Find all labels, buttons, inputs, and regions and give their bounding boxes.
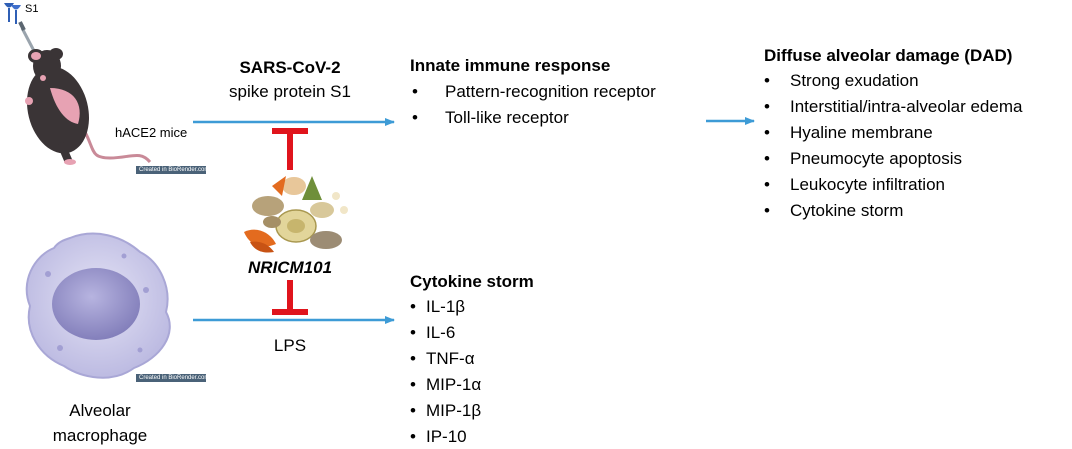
sars-cov-2-label: SARS-CoV-2 <box>239 58 341 77</box>
herbal-medicine-icon <box>244 176 348 253</box>
dad-list: •Strong exudation •Interstitial/intra-al… <box>764 68 1072 224</box>
bullet: • <box>412 82 418 101</box>
innate-title: Innate immune response <box>410 56 611 75</box>
bullet: • <box>410 323 416 342</box>
bullet: • <box>410 375 416 394</box>
macrophage-label-line2: macrophage <box>52 426 148 445</box>
list-item: •Toll-like receptor <box>412 105 712 131</box>
macrophage-credit-text: Created in BioRender.com <box>139 375 210 381</box>
spike-protein-label: spike protein S1 <box>229 82 351 101</box>
bullet: • <box>764 175 770 194</box>
list-item: •IL-1β <box>410 294 610 320</box>
bullet: • <box>412 108 418 127</box>
list-item: •MIP-1β <box>410 398 610 424</box>
bullet: • <box>764 71 770 90</box>
mouse-credit-text: Created in BioRender.com <box>139 167 210 173</box>
mouse-icon <box>25 48 152 165</box>
bullet: • <box>410 297 416 316</box>
bullet: • <box>764 123 770 142</box>
list-item: •Leukocyte infiltration <box>764 172 1072 198</box>
list-item: •TNF-α <box>410 346 610 372</box>
bullet: • <box>410 427 416 446</box>
dad-title: Diffuse alveolar damage (DAD) <box>764 46 1013 65</box>
hace2-mice-caption: hACE2 mice <box>115 125 188 140</box>
bullet: • <box>764 201 770 220</box>
macrophage-icon <box>25 232 171 379</box>
mouse-credit-bar <box>136 166 206 174</box>
macrophage-label-line1: Alveolar <box>69 401 131 420</box>
s1-label: S1 <box>25 3 39 15</box>
bullet: • <box>764 149 770 168</box>
list-item: •Pneumocyte apoptosis <box>764 146 1072 172</box>
bullet: • <box>764 97 770 116</box>
spike-protein-icon <box>4 3 21 24</box>
list-item: •Strong exudation <box>764 68 1072 94</box>
list-item: •Interstitial/intra-alveolar edema <box>764 94 1072 120</box>
list-item: •Hyaline membrane <box>764 120 1072 146</box>
list-item: •MIP-1α <box>410 372 610 398</box>
list-item: •IP-10 <box>410 424 610 449</box>
lps-label: LPS <box>273 336 307 355</box>
cytokine-title: Cytokine storm <box>410 272 534 291</box>
nricm101-label: NRICM101 <box>247 258 333 277</box>
list-item: •IL-6 <box>410 320 610 346</box>
macrophage-credit-bar <box>136 374 206 382</box>
list-item: •Pattern-recognition receptor <box>412 79 712 105</box>
bullet: • <box>410 401 416 420</box>
inhibit-bottom-symbol <box>272 280 308 315</box>
bullet: • <box>410 349 416 368</box>
cytokine-list: •IL-1β •IL-6 •TNF-α •MIP-1α •MIP-1β •IP-… <box>410 294 610 449</box>
innate-list: •Pattern-recognition receptor •Toll-like… <box>412 79 712 131</box>
list-item: •Cytokine storm <box>764 198 1072 224</box>
inhibit-top-symbol <box>272 128 308 170</box>
